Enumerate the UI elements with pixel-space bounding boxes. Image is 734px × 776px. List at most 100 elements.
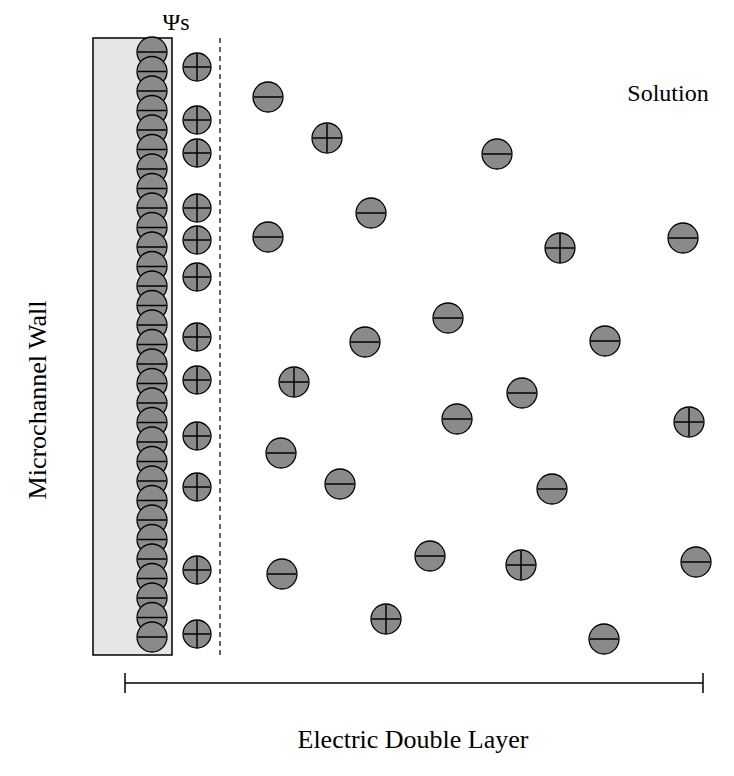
sign-bar: [196, 195, 198, 221]
ion-circle: [681, 547, 711, 577]
sign-bar: [138, 422, 166, 424]
ion-circle: [371, 604, 401, 634]
sign-bar: [138, 149, 166, 151]
sign-bar: [416, 555, 444, 557]
ion-circle: [545, 233, 575, 263]
ion-circle: [183, 620, 211, 648]
ion-circle: [183, 473, 211, 501]
cation: [183, 422, 211, 450]
sign-bar: [538, 488, 566, 490]
sign-bar: [326, 124, 328, 152]
sign-bar: [196, 107, 198, 133]
anion: [668, 223, 698, 253]
ion-circle: [356, 198, 386, 228]
sign-bar: [138, 246, 166, 248]
sign-bar: [138, 578, 166, 580]
cation: [183, 473, 211, 501]
sign-bar: [138, 558, 166, 560]
wall-label: Microchannel Wall: [25, 301, 51, 500]
ion-circle: [183, 263, 211, 291]
anion: [253, 222, 283, 252]
sign-bar: [138, 597, 166, 599]
cation: [183, 323, 211, 351]
sign-bar: [254, 96, 282, 98]
sign-bar: [138, 500, 166, 502]
sign-bar: [138, 305, 166, 307]
cation: [183, 556, 211, 584]
sign-bar: [138, 71, 166, 73]
sign-bar: [293, 368, 295, 396]
sign-bar: [483, 153, 511, 155]
ion-circle: [482, 139, 512, 169]
ion-circle: [506, 550, 536, 580]
ion-circle: [350, 327, 380, 357]
anion: [267, 559, 297, 589]
anion: [325, 469, 355, 499]
sign-bar: [138, 129, 166, 131]
ion-circle: [183, 53, 211, 81]
cation: [183, 194, 211, 222]
sign-bar: [267, 452, 295, 454]
cation: [183, 226, 211, 254]
surface-potential-label: Ψs: [162, 10, 189, 34]
sign-bar: [196, 264, 198, 290]
sign-bar: [196, 140, 198, 166]
bracket-line: [125, 682, 703, 684]
sign-bar: [385, 605, 387, 633]
anion: [442, 404, 472, 434]
sign-bar: [138, 539, 166, 541]
microchannel-wall: [93, 38, 172, 655]
sign-bar: [138, 402, 166, 404]
sign-bar: [508, 392, 536, 394]
cation: [183, 263, 211, 291]
anion: [433, 303, 463, 333]
cation: [183, 366, 211, 394]
sign-bar: [351, 341, 379, 343]
sign-bar: [138, 363, 166, 365]
sign-bar: [434, 317, 462, 319]
bracket-tick: [124, 673, 126, 693]
ion-circle: [674, 407, 704, 437]
sign-bar: [138, 188, 166, 190]
anion: [253, 82, 283, 112]
ion-circle: [183, 139, 211, 167]
cation: [312, 123, 342, 153]
sign-bar: [669, 237, 697, 239]
ion-circle: [442, 404, 472, 434]
sign-bar: [254, 236, 282, 238]
ion-group: [137, 37, 711, 654]
cation: [674, 407, 704, 437]
sign-bar: [196, 557, 198, 583]
ion-circle: [183, 366, 211, 394]
ion-circle: [537, 474, 567, 504]
ion-circle: [267, 559, 297, 589]
sign-bar: [591, 340, 619, 342]
cation: [183, 53, 211, 81]
span-label: Electric Double Layer: [298, 727, 529, 753]
ion-circle: [183, 226, 211, 254]
sign-bar: [138, 207, 166, 209]
sign-bar: [688, 408, 690, 436]
sign-bar: [443, 418, 471, 420]
sign-bar: [520, 551, 522, 579]
cation: [279, 367, 309, 397]
anion: [137, 622, 167, 652]
sign-bar: [138, 383, 166, 385]
cation: [371, 604, 401, 634]
sign-bar: [682, 561, 710, 563]
sign-bar: [138, 617, 166, 619]
ion-circle: [312, 123, 342, 153]
sign-bar: [559, 234, 561, 262]
sign-bar: [590, 638, 618, 640]
span-bracket: [125, 673, 703, 693]
sign-bar: [138, 90, 166, 92]
sign-bar: [196, 621, 198, 647]
anion: [589, 624, 619, 654]
sign-bar: [196, 227, 198, 253]
anion: [356, 198, 386, 228]
ion-circle: [137, 622, 167, 652]
region-label: Solution: [627, 81, 708, 105]
sign-bar: [268, 573, 296, 575]
sign-bar: [196, 324, 198, 350]
